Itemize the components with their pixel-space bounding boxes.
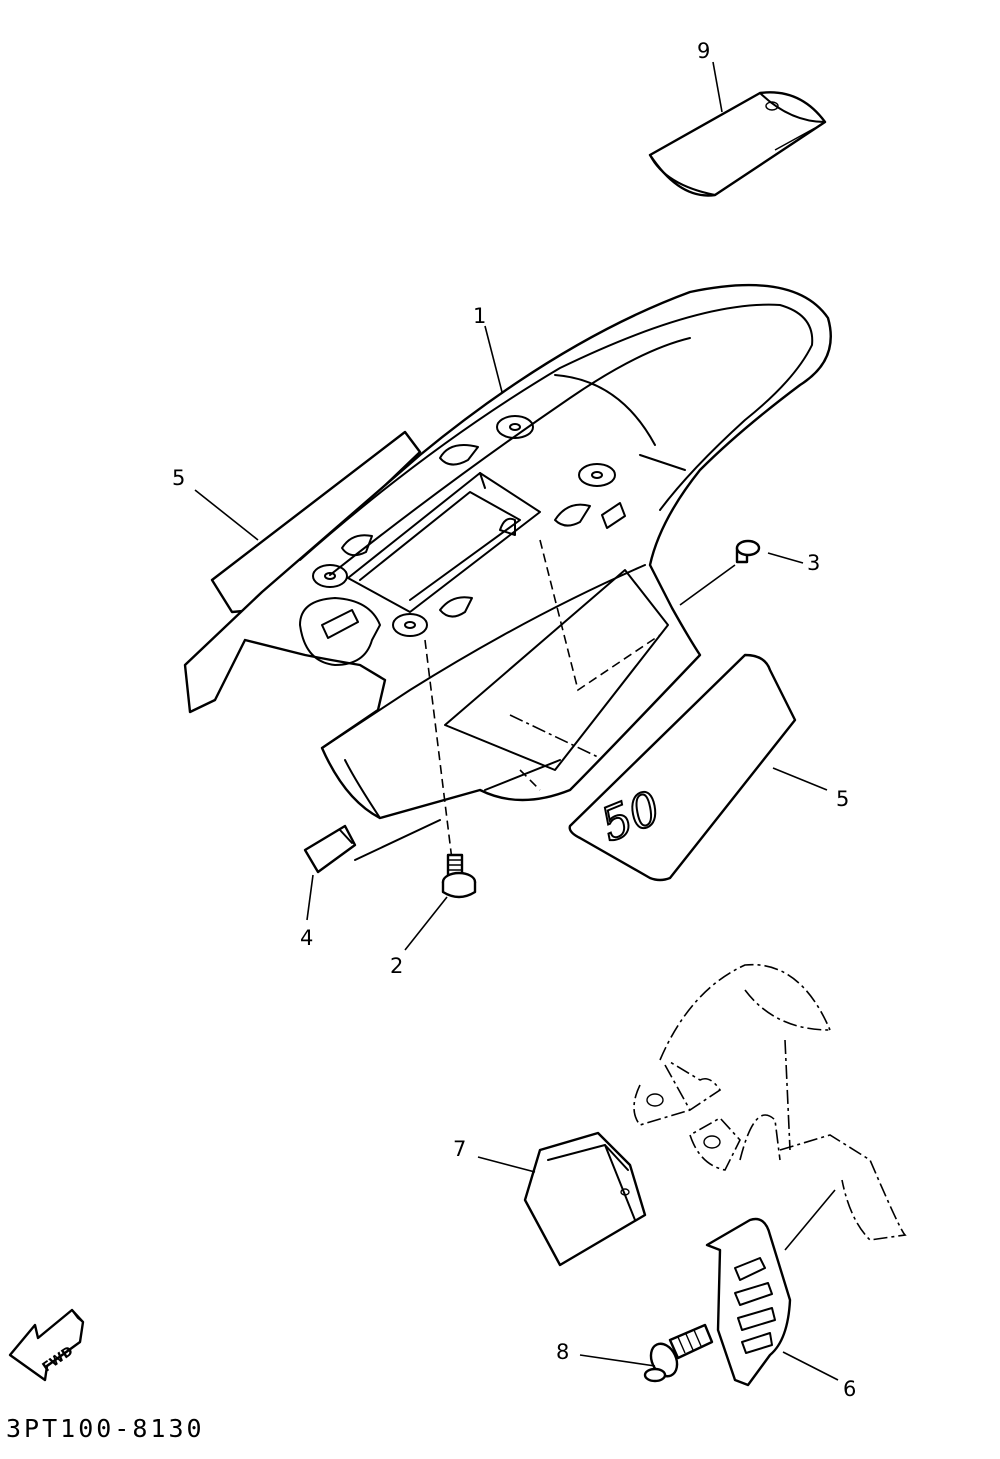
callout-8: 8 [556, 1340, 569, 1364]
frame-section [633, 963, 907, 1241]
part-4-pad [303, 824, 357, 874]
callout-5-right: 5 [836, 787, 849, 811]
callout-6: 6 [843, 1377, 856, 1401]
part-2-screw [424, 639, 477, 899]
part-8-bolt [643, 1323, 714, 1383]
fwd-arrow-icon: FWD [8, 1308, 85, 1382]
part-6-guard [705, 1189, 836, 1387]
callout-9: 9 [697, 39, 710, 63]
leader-lines [194, 61, 839, 1381]
part-9-cap [648, 91, 827, 197]
callout-3: 3 [807, 551, 820, 575]
callout-2: 2 [390, 954, 403, 978]
part-3-screw [679, 539, 761, 606]
diagram-code: 3PT100-8130 [6, 1414, 205, 1443]
callout-7: 7 [453, 1137, 466, 1161]
callout-4: 4 [300, 926, 313, 950]
part-1-rear-fender [183, 283, 832, 820]
callout-5-left: 5 [172, 466, 185, 490]
part-5-right-decal: 50 [568, 653, 797, 882]
fender-underside-edge [354, 819, 441, 861]
callout-1: 1 [473, 304, 486, 328]
part-7-bracket [523, 1131, 647, 1267]
